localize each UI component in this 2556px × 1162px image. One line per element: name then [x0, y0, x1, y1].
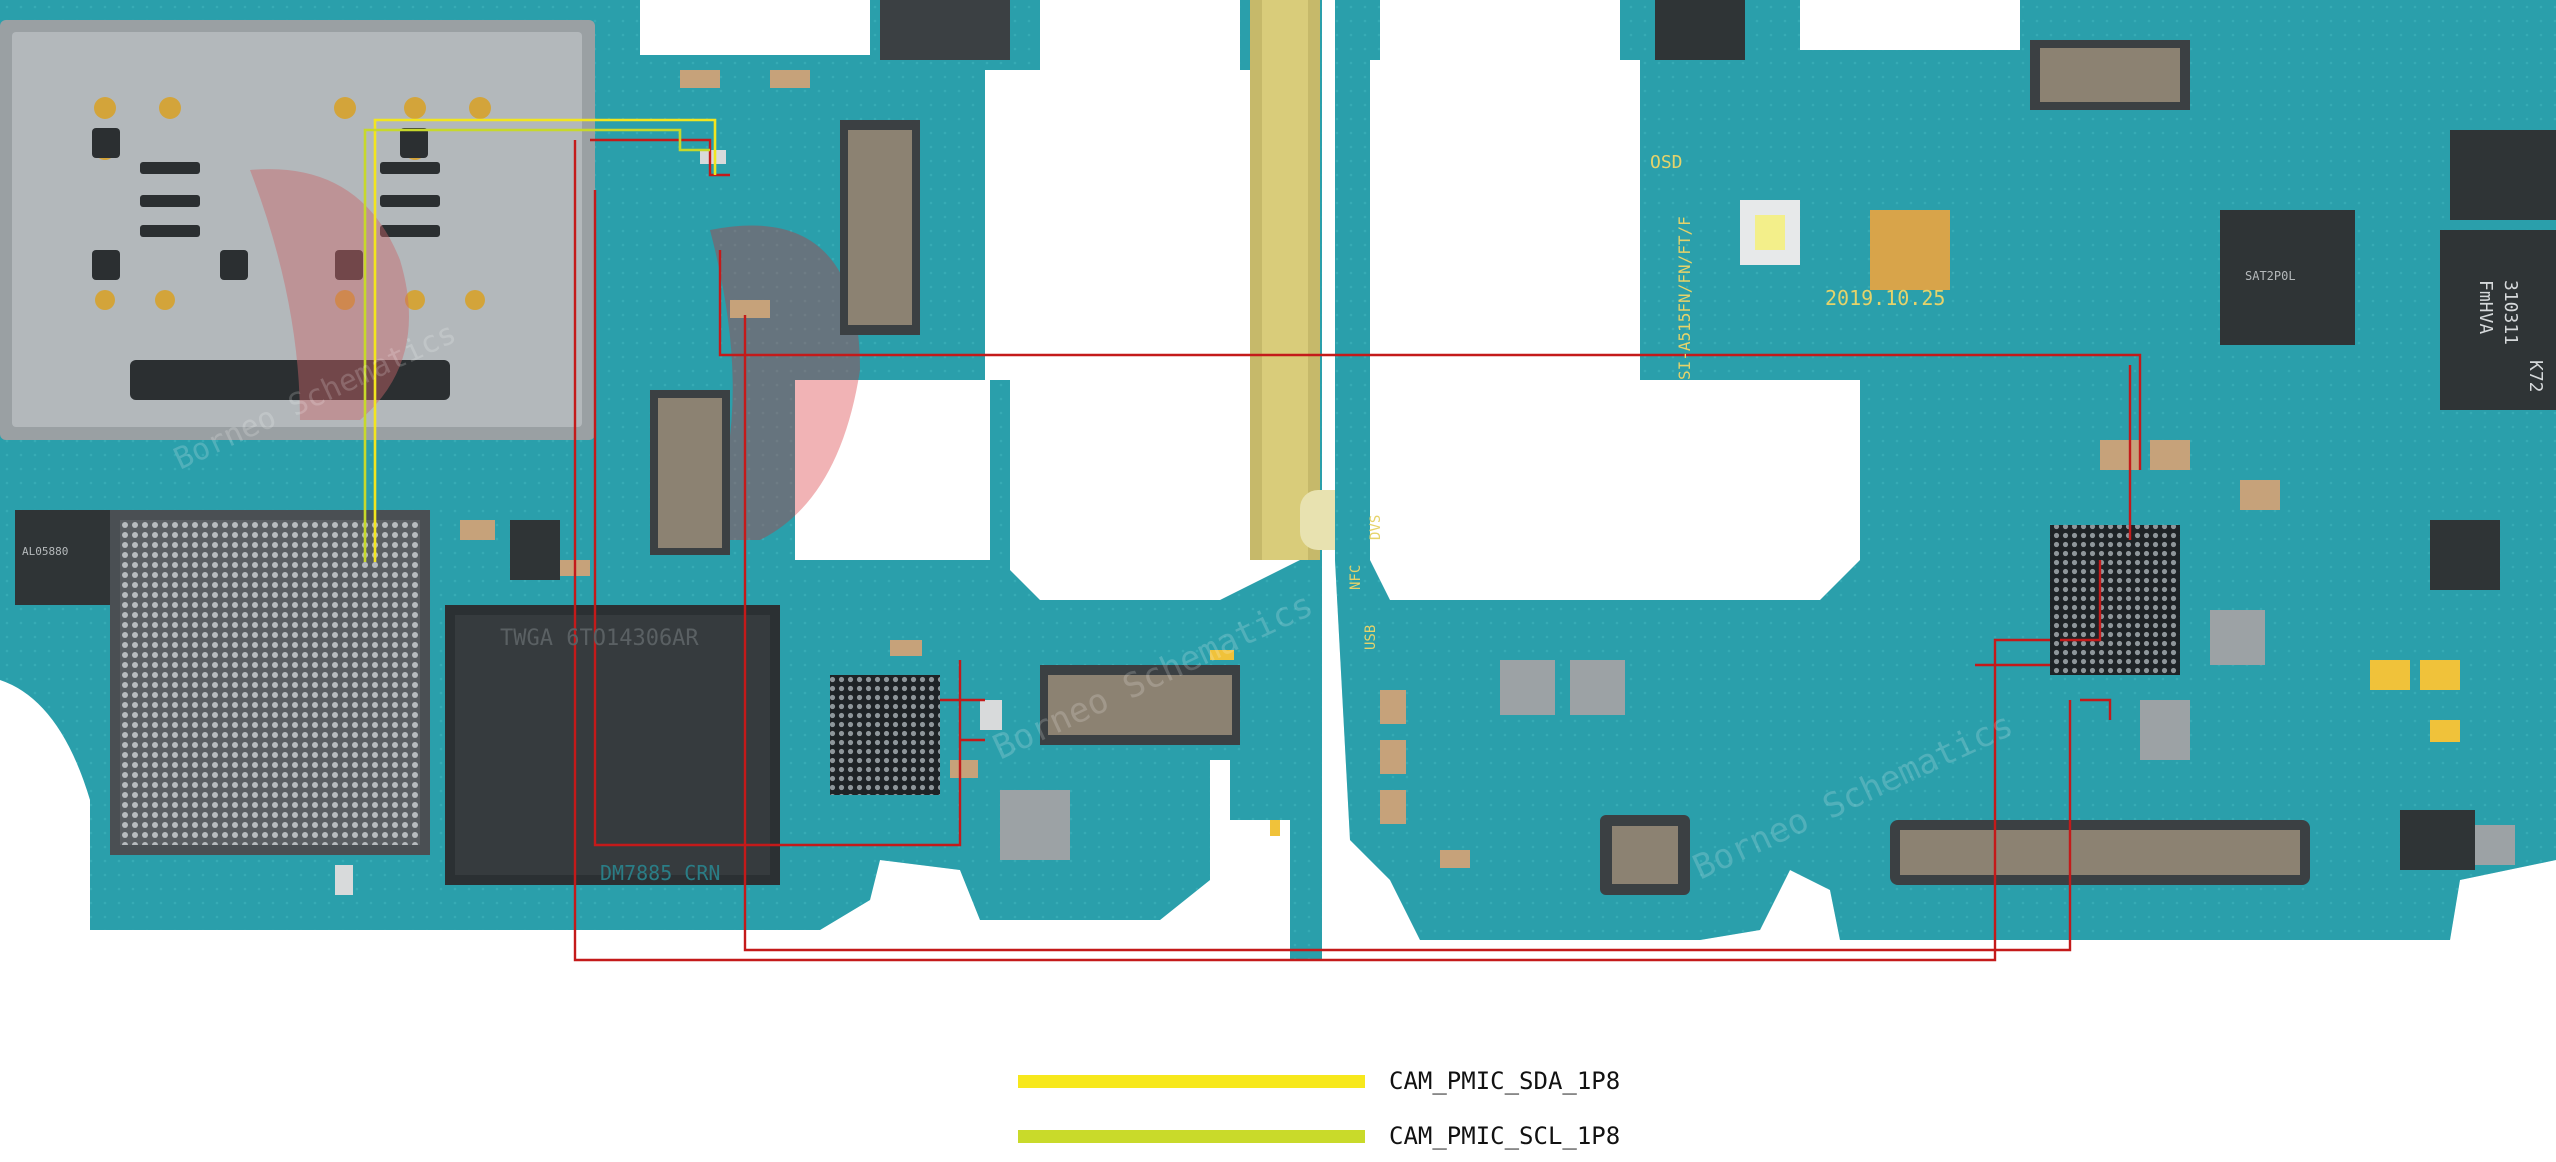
legend-item-sda: CAM_PMIC_SDA_1P8 — [1018, 1061, 1620, 1101]
signal-route — [573, 138, 2142, 962]
osd-label: OSD — [1650, 152, 1683, 173]
left-pcb — [0, 0, 1322, 960]
chip-label-4: AL05880 — [22, 545, 68, 558]
usb-label: USB — [1363, 625, 1379, 650]
bottom-ic-label: DM7885 CRN — [600, 861, 720, 885]
scl-trace — [363, 128, 710, 562]
sda-trace — [373, 118, 717, 562]
nfc-label: NFC — [1348, 565, 1364, 590]
legend-label-sda: CAM_PMIC_SDA_1P8 — [1389, 1067, 1621, 1095]
flex-strip — [1250, 0, 1370, 560]
chip-label-2: 310311 — [2500, 280, 2521, 345]
dvs-label: DVS — [1368, 515, 1384, 540]
i2c-traces — [363, 118, 717, 562]
legend-label-scl: CAM_PMIC_SCL_1P8 — [1389, 1122, 1621, 1150]
model-code: SI-A515FN/FN/FT/F — [1675, 216, 1694, 380]
date-code: 2019.10.25 — [1825, 286, 1945, 310]
chip-label-5: SAT2P0L — [2245, 269, 2296, 283]
chip-label-1: FmHVA — [2475, 280, 2496, 334]
chip-label-3: K72 — [2525, 360, 2546, 393]
legend-swatch-scl — [1018, 1129, 1365, 1143]
ic-label: TWGA 6TO14306AR — [500, 626, 699, 651]
legend-item-scl: CAM_PMIC_SCL_1P8 — [1018, 1116, 1620, 1156]
legend-swatch-sda — [1018, 1074, 1365, 1088]
right-pcb — [1335, 0, 2556, 940]
